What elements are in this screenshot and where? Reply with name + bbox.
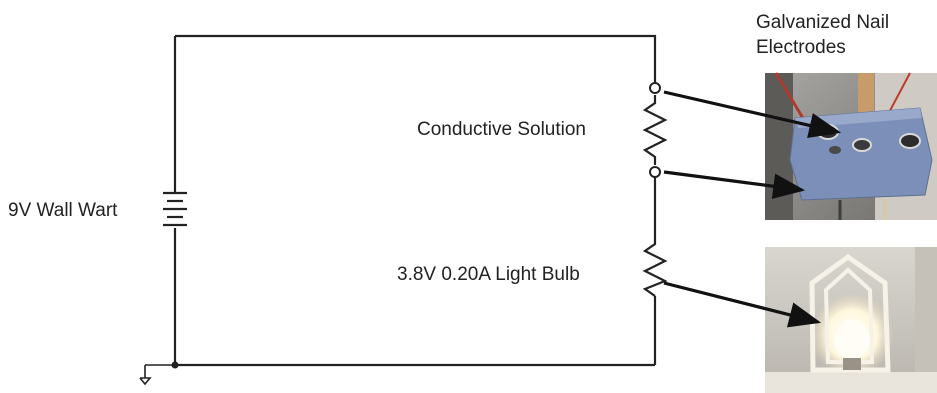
bulb-photo bbox=[765, 247, 937, 393]
electrode-photo bbox=[765, 72, 937, 220]
arrow-icon bbox=[663, 90, 842, 328]
light-bulb-label: 3.8V 0.20A Light Bulb bbox=[397, 264, 580, 285]
wire-top bbox=[175, 34, 657, 88]
electrode-terminal-bottom bbox=[649, 166, 661, 178]
battery-icon bbox=[163, 191, 187, 227]
conductive-solution-label: Conductive Solution bbox=[417, 119, 586, 140]
electrode-terminal-top bbox=[649, 82, 661, 94]
resistor-icon bbox=[642, 238, 668, 297]
battery-label: 9V Wall Wart bbox=[8, 200, 118, 221]
resistor-icon bbox=[642, 82, 668, 178]
ground-icon bbox=[139, 361, 179, 386]
electrodes-photo-caption: Galvanized Nail Electrodes bbox=[756, 12, 890, 58]
circuit-wires bbox=[173, 34, 657, 367]
